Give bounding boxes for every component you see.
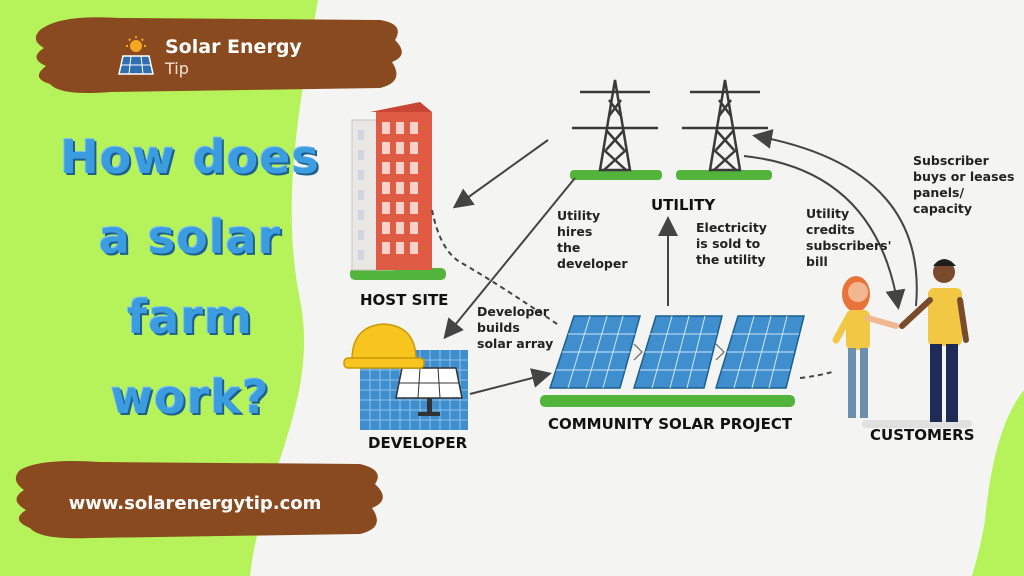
transmission-tower-icon xyxy=(570,79,662,180)
title-line-3: farm xyxy=(127,290,253,344)
electricity-sold-note: Electricity is sold to the utility xyxy=(696,220,767,267)
array-to-customers-dashed-line xyxy=(799,371,833,379)
customers-icon xyxy=(832,259,972,428)
utility-hires-note: Utility hires the developer xyxy=(557,208,628,271)
community-solar-project-label: COMMUNITY SOLAR PROJECT xyxy=(548,415,793,433)
host-to-array-dashed-line xyxy=(431,209,561,327)
subscriber-buys-arrow xyxy=(752,129,918,307)
utility-to-host-arrow xyxy=(452,139,549,209)
developer-icon xyxy=(343,323,468,430)
utility-credits-note: Utility credits subscribers' bill xyxy=(806,206,892,269)
community-solar-panels-icon xyxy=(540,315,805,407)
host-site-label: HOST SITE xyxy=(360,291,449,309)
subscriber-buys-note: Subscriber buys or leases panels/ capaci… xyxy=(913,153,1015,216)
brand-subtitle: Tip xyxy=(165,59,189,78)
utility-label: UTILITY xyxy=(651,196,716,214)
transmission-tower-icon xyxy=(676,79,772,180)
utility-hires-developer-arrow xyxy=(443,177,576,340)
utility-credits-arrow xyxy=(743,155,906,310)
solar-panel-logo-icon xyxy=(118,36,154,75)
developer-builds-note: Developer builds solar array xyxy=(477,304,554,351)
url-brush-stroke xyxy=(15,461,383,539)
title-line-4: work? xyxy=(110,370,270,424)
developer-builds-arrow xyxy=(469,368,552,395)
customers-label: CUSTOMERS xyxy=(870,426,975,444)
host-site-building-icon xyxy=(350,102,446,280)
brand-name: Solar Energy xyxy=(165,36,302,58)
title-line-1: How does xyxy=(60,130,320,184)
title-line-2: a solar xyxy=(98,210,282,264)
website-url: www.solarenergytip.com xyxy=(68,493,322,514)
developer-label: DEVELOPER xyxy=(368,434,468,452)
